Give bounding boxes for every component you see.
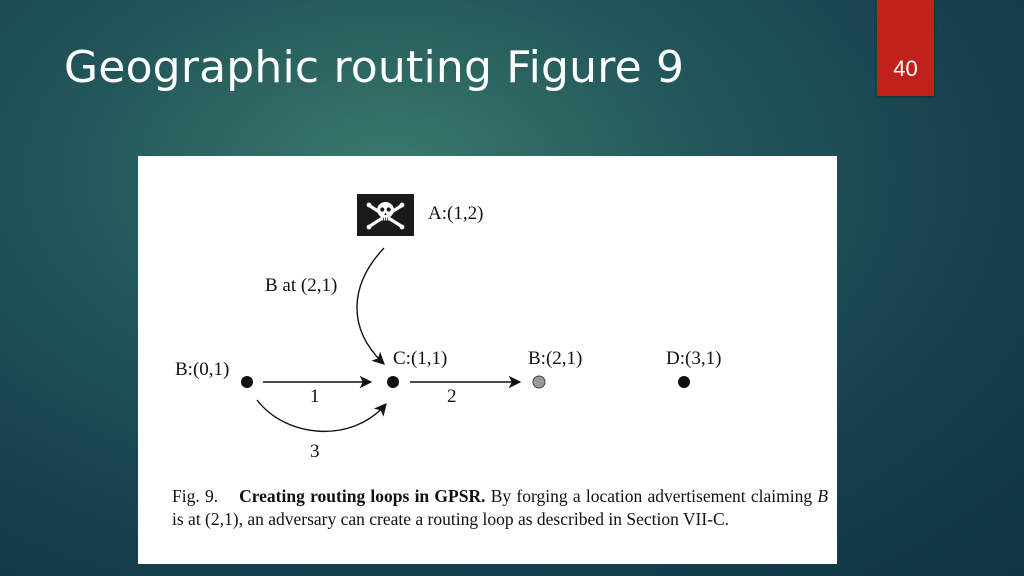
routing-diagram: A:(1,2) B at (2,1) B:(0,1) C:(1,1) B:(2,… (175, 194, 721, 462)
page-number-badge: 40 (877, 0, 934, 96)
figure-panel: A:(1,2) B at (2,1) B:(0,1) C:(1,1) B:(2,… (138, 156, 837, 564)
caption-italic-var: B (817, 486, 829, 506)
node-label-A: A:(1,2) (428, 203, 483, 224)
page-number: 40 (893, 56, 918, 81)
node-B2-forged (532, 375, 546, 389)
forged-advertisement-edge (356, 247, 385, 365)
caption-bold-title: Creating routing loops in GPSR. (239, 486, 486, 506)
adversary-node (357, 194, 414, 236)
node-label-D: D:(3,1) (666, 348, 721, 369)
edge-label-3: 3 (310, 441, 320, 462)
node-D (678, 376, 690, 388)
figure-caption: Fig. 9. Creating routing loops in GPSR. … (172, 485, 828, 531)
node-label-B2: B:(2,1) (528, 348, 582, 369)
edge-label-2: 2 (447, 386, 457, 407)
edge-label-forged: B at (2,1) (265, 275, 337, 296)
node-label-C: C:(1,1) (393, 348, 447, 369)
skull-crossbones-icon (366, 202, 405, 230)
node-B0 (241, 376, 253, 388)
edge-label-1: 1 (310, 386, 320, 407)
edge-3 (256, 399, 387, 433)
slide-title: Geographic routing Figure 9 (64, 42, 685, 93)
node-label-B0: B:(0,1) (175, 359, 229, 380)
caption-text-1: By forging a location advertisement clai… (490, 486, 818, 506)
caption-prefix: Fig. 9. (172, 486, 219, 506)
caption-text-2: is at (2,1), an adversary can create a r… (172, 509, 730, 529)
node-C (387, 376, 399, 388)
